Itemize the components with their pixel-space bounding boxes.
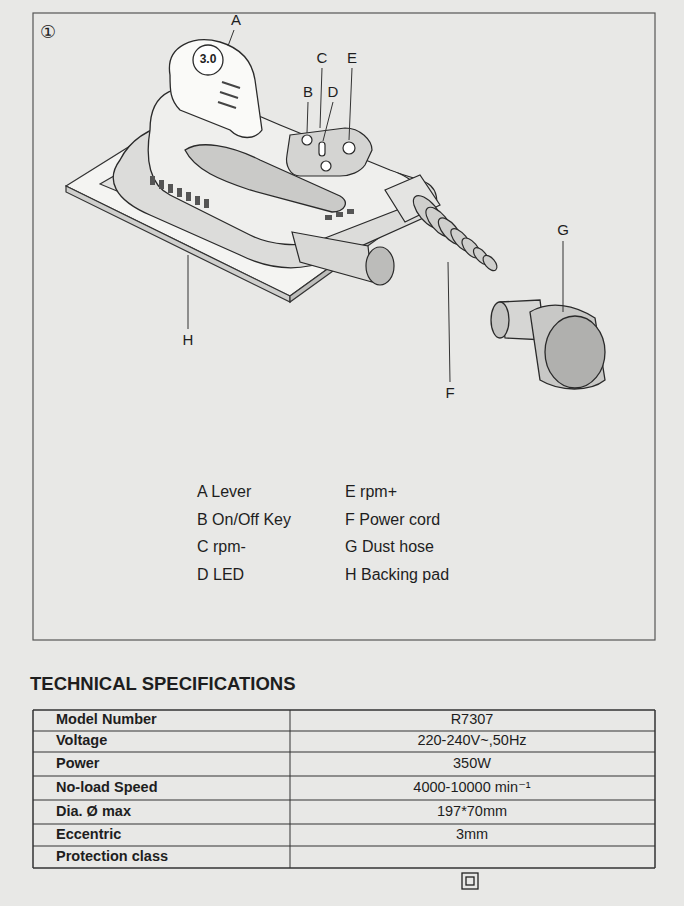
spec-name: Power	[56, 756, 100, 772]
dust-hose	[491, 300, 605, 389]
spec-value: 4000-10000 min⁻¹	[413, 780, 530, 796]
leader-lines	[188, 30, 563, 382]
panel-frame	[33, 13, 655, 640]
section-heading: TECHNICAL SPECIFICATIONS	[30, 674, 296, 694]
lever	[169, 40, 262, 138]
spec-value: 350W	[453, 756, 491, 772]
figure-number: ①	[40, 23, 56, 43]
callout-letter: F	[445, 385, 454, 402]
spec-name: Model Number	[56, 712, 157, 728]
spec-name: Eccentric	[56, 827, 121, 843]
callout-letter: G	[557, 222, 569, 239]
spec-value: 3mm	[456, 827, 488, 843]
callout-letter: E	[347, 50, 357, 67]
callout-letter: D	[328, 84, 339, 101]
callout-letter: C	[317, 50, 328, 67]
callout-letter: A	[231, 12, 241, 29]
spec-value: R7307	[451, 712, 494, 728]
callout-letter: H	[183, 332, 194, 349]
spec-name: Dia. Ø max	[56, 804, 131, 820]
part-key: A Lever	[197, 483, 251, 501]
lever-marking: 3.0	[200, 53, 217, 66]
spec-value: 220-240V~,50Hz	[417, 733, 526, 749]
class-ii-symbol	[462, 873, 478, 889]
part-key: B On/Off Key	[197, 511, 291, 529]
part-key: E rpm+	[345, 483, 397, 501]
power-cord	[385, 175, 500, 273]
part-key: C rpm-	[197, 538, 246, 556]
part-key: D LED	[197, 566, 244, 584]
dust-port	[292, 232, 394, 285]
control-panel	[287, 128, 372, 176]
part-key: H Backing pad	[345, 566, 449, 584]
part-key: G Dust hose	[345, 538, 434, 556]
part-key: F Power cord	[345, 511, 440, 529]
callout-letter: B	[303, 84, 313, 101]
spec-table	[33, 710, 655, 868]
sander-body	[113, 88, 436, 267]
spec-name: Voltage	[56, 733, 107, 749]
spec-value: 197*70mm	[437, 804, 507, 820]
spec-name: Protection class	[56, 849, 168, 865]
spec-name: No-load Speed	[56, 780, 158, 796]
